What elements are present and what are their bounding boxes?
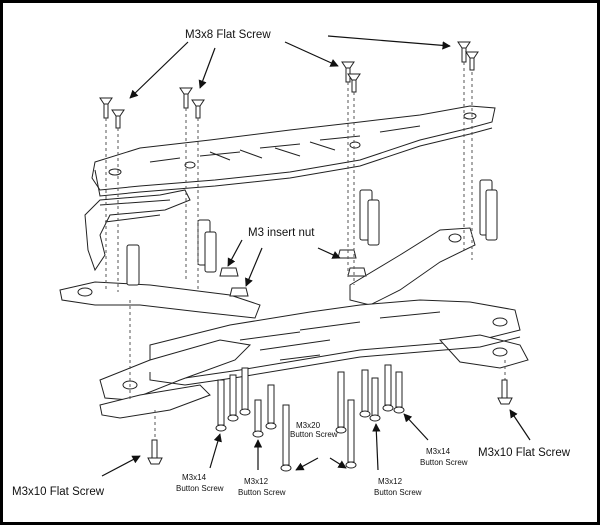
labels: M3x8 Flat Screw M3 insert nut M3x10 Flat… [12,29,571,498]
label-m3x12-right-sub: Button Screw [374,488,422,497]
label-m3x8-flat-screw: M3x8 Flat Screw [185,29,271,41]
top-flat-screws [99,41,479,129]
label-m3x20-sub: Button Screw [290,430,338,439]
side-flat-screws [147,379,513,465]
label-m3x14-left: M3x14 [182,473,207,482]
callout-arrows [101,35,531,477]
label-m3x14-left-sub: Button Screw [176,484,224,493]
assembly-lines [105,62,506,455]
standoffs [126,179,498,286]
label-m3x12-left-sub: Button Screw [238,488,286,497]
insert-nuts [219,249,367,297]
bottom-button-screws [215,364,405,472]
label-m3-insert-nut: M3 insert nut [248,227,315,239]
top-plate [91,105,496,197]
bottom-plate [59,227,529,419]
label-m3x10-flat-screw-right: M3x10 Flat Screw [478,447,571,459]
label-m3x14-right: M3x14 [426,447,451,456]
label-m3x10-flat-screw-left: M3x10 Flat Screw [12,486,105,498]
label-m3x14-right-sub: Button Screw [420,458,468,467]
side-bracket [84,189,191,272]
label-m3x12-right: M3x12 [378,477,403,486]
label-m3x12-left: M3x12 [244,477,269,486]
label-m3x20: M3x20 [296,421,321,430]
